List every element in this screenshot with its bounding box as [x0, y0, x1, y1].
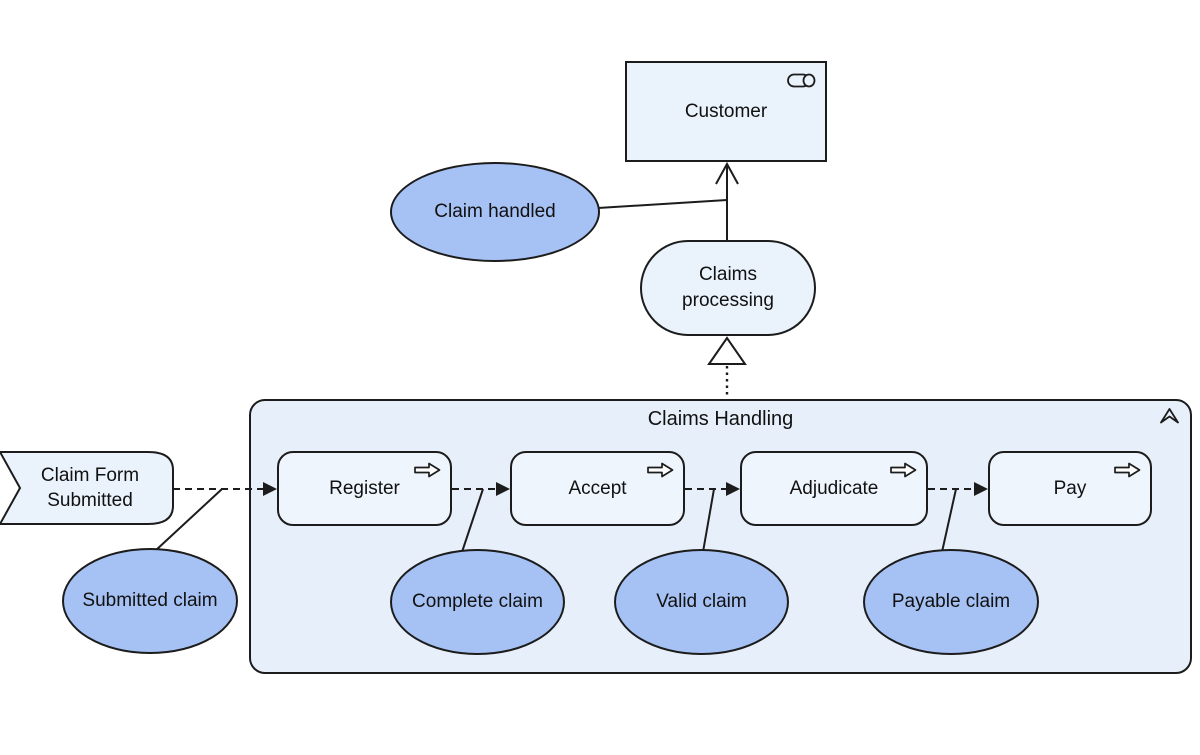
customer-node: Customer [625, 61, 827, 162]
business-function-chevron-icon [1159, 407, 1180, 429]
business-process-arrow-icon [647, 460, 674, 486]
submitted-claim-node: Submitted claim [62, 548, 238, 654]
process-adjudicate: Adjudicate [740, 451, 928, 526]
flow-arrowhead-1 [263, 482, 277, 496]
assoc-submitted-claim [154, 488, 223, 552]
claims-processing-node: Claims processing [640, 240, 816, 336]
assoc-valid-claim [702, 488, 715, 553]
claim-handled-node: Claim handled [390, 162, 600, 262]
payable-claim-node: Payable claim [863, 549, 1039, 655]
flow-arrowhead-2 [496, 482, 510, 496]
realization-triangle [707, 336, 747, 365]
assoc-complete-claim [461, 488, 484, 553]
pay-label: Pay [1053, 477, 1087, 499]
assoc-claim-handled [597, 199, 728, 209]
valid-claim-label: Valid claim [656, 591, 747, 612]
accept-label: Accept [568, 477, 627, 499]
claim-handled-label: Claim handled [434, 201, 556, 222]
business-role-icon [787, 70, 816, 96]
business-process-arrow-icon [414, 460, 441, 486]
container-title: Claims Handling [647, 408, 794, 430]
claims-processing-label: Claims processing [682, 264, 774, 311]
payable-claim-label: Payable claim [891, 591, 1011, 612]
register-label: Register [329, 477, 400, 499]
claim-form-submitted-node: Claim Form Submitted [14, 452, 166, 524]
event-label: Claim Form Submitted [40, 465, 140, 511]
complete-claim-label: Complete claim [412, 591, 543, 612]
event-shape [0, 451, 174, 525]
assoc-payable-claim [941, 488, 957, 553]
flow-arrowhead-3 [726, 482, 740, 496]
process-pay: Pay [988, 451, 1152, 526]
submitted-claim-label: Submitted claim [82, 590, 218, 611]
adjudicate-label: Adjudicate [789, 477, 879, 499]
serving-open-arrowhead [715, 161, 739, 185]
customer-label: Customer [684, 100, 768, 122]
complete-claim-node: Complete claim [390, 549, 565, 655]
business-process-arrow-icon [1114, 460, 1141, 486]
valid-claim-node: Valid claim [614, 549, 789, 655]
process-register: Register [277, 451, 452, 526]
business-process-arrow-icon [890, 460, 917, 486]
flow-arrowhead-4 [974, 482, 988, 496]
process-accept: Accept [510, 451, 685, 526]
